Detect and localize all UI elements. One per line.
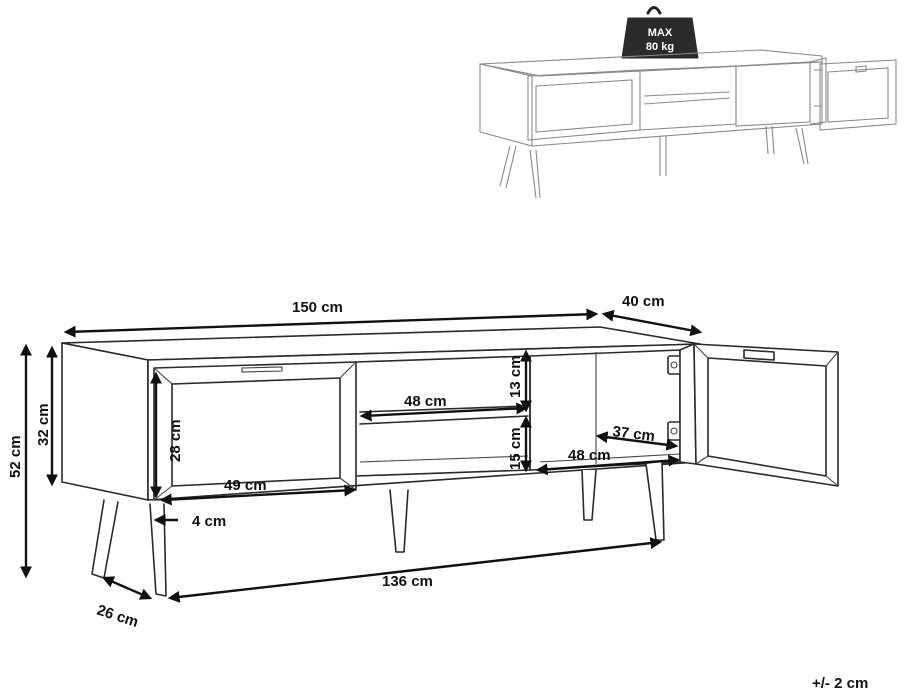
leg bbox=[149, 503, 167, 597]
dim-label-width: 150 cm bbox=[292, 299, 343, 316]
dim-label-cabinet-depth: 37 cm bbox=[612, 423, 656, 445]
dim-label-cabinet-width: 48 cm bbox=[568, 447, 611, 464]
dim-label-shelf-upper-height: 13 cm bbox=[507, 355, 524, 398]
dim-label-depth: 40 cm bbox=[622, 293, 665, 310]
dim-label-door-height: 28 cm bbox=[167, 419, 184, 462]
dim-label-shelf-width: 48 cm bbox=[404, 393, 447, 410]
right-door-open bbox=[679, 343, 839, 487]
leg bbox=[645, 461, 665, 541]
dim-label-leg-depth: 26 cm bbox=[95, 602, 141, 631]
leg bbox=[389, 489, 409, 553]
door-handle bbox=[743, 349, 775, 361]
leg bbox=[91, 499, 119, 579]
dim-label-door-width: 49 cm bbox=[224, 477, 267, 494]
tolerance-note: +/- 2 cm bbox=[812, 675, 868, 692]
main-view: 150 cm 40 cm 52 cm 32 cm 28 cm 49 cm 48 … bbox=[7, 293, 868, 692]
dim-label-shelf-lower-height: 15 cm bbox=[507, 427, 524, 470]
left-side-panel bbox=[61, 342, 149, 501]
weight-label-max: MAX bbox=[648, 27, 673, 39]
perspective-view: MAX 80 kg bbox=[479, 6, 897, 199]
dim-label-body-height: 32 cm bbox=[35, 403, 52, 446]
dim-label-total-height: 52 cm bbox=[7, 435, 24, 478]
leg bbox=[581, 469, 597, 521]
dim-label-leg-offset: 4 cm bbox=[192, 513, 226, 530]
dim-label-leg-span: 136 cm bbox=[382, 573, 433, 590]
weight-label-value: 80 kg bbox=[646, 41, 674, 53]
handle-slot bbox=[241, 366, 283, 373]
weight-icon: MAX 80 kg bbox=[621, 6, 699, 59]
